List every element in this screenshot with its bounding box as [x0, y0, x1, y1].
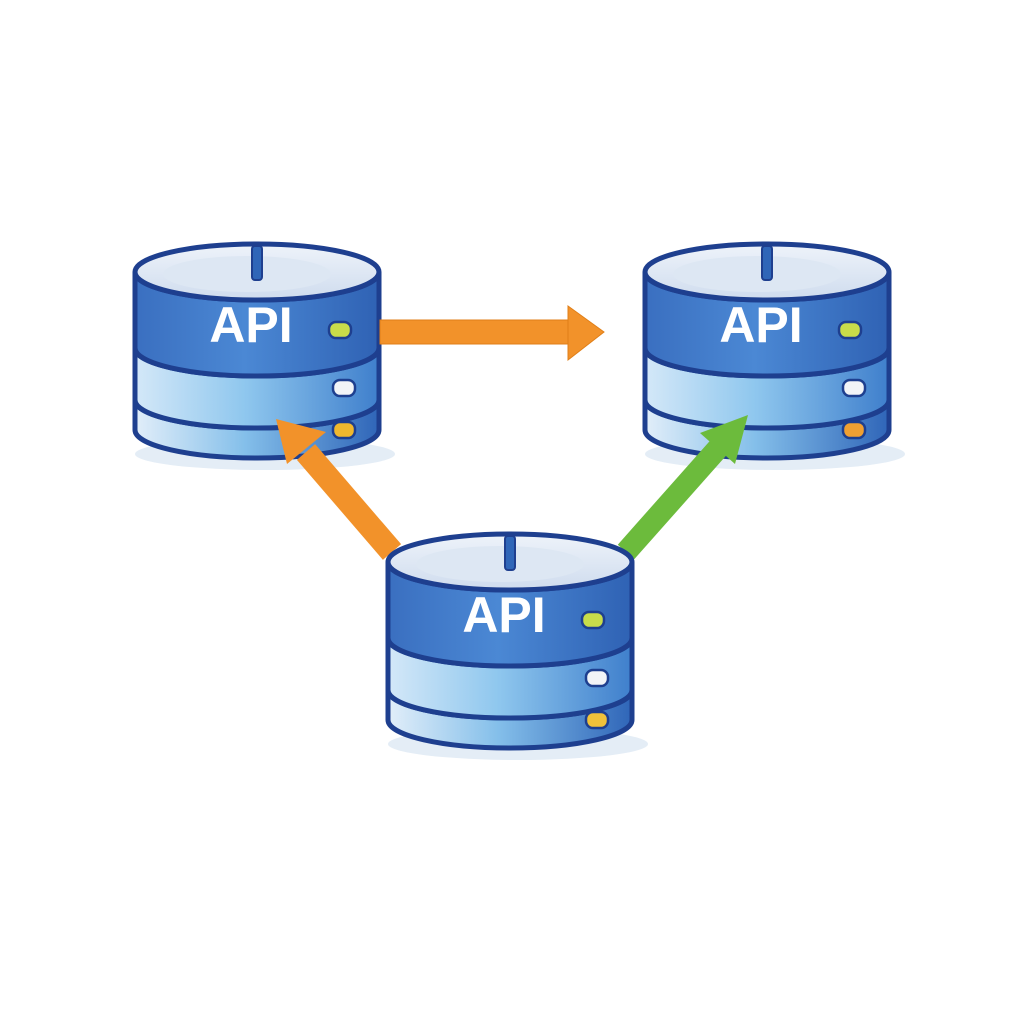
- server-top-highlight: [416, 546, 584, 582]
- server-connector: [251, 245, 263, 281]
- server-indicator-light: [331, 420, 357, 440]
- server-bottom: API: [385, 531, 648, 760]
- arrow-bottom-to-right: [617, 415, 748, 560]
- server-indicator-light: [584, 710, 610, 730]
- server-indicator-light: [841, 420, 867, 440]
- server-connector: [761, 245, 773, 281]
- server-label: API: [462, 587, 545, 643]
- server-right: API: [642, 241, 905, 470]
- server-connector: [504, 535, 516, 571]
- server-indicator-light: [580, 610, 606, 630]
- server-top-highlight: [673, 256, 841, 292]
- server-indicator-light: [841, 378, 867, 398]
- server-left: API: [132, 241, 395, 470]
- server-indicator-light: [837, 320, 863, 340]
- server-label: API: [719, 297, 802, 353]
- server-indicator-light: [331, 378, 357, 398]
- server-indicator-light: [327, 320, 353, 340]
- arrow-bottom-to-left: [276, 419, 402, 560]
- server-label: API: [209, 297, 292, 353]
- arrow-left-to-right: [379, 305, 605, 362]
- server-top-highlight: [163, 256, 331, 292]
- server-indicator-light: [584, 668, 610, 688]
